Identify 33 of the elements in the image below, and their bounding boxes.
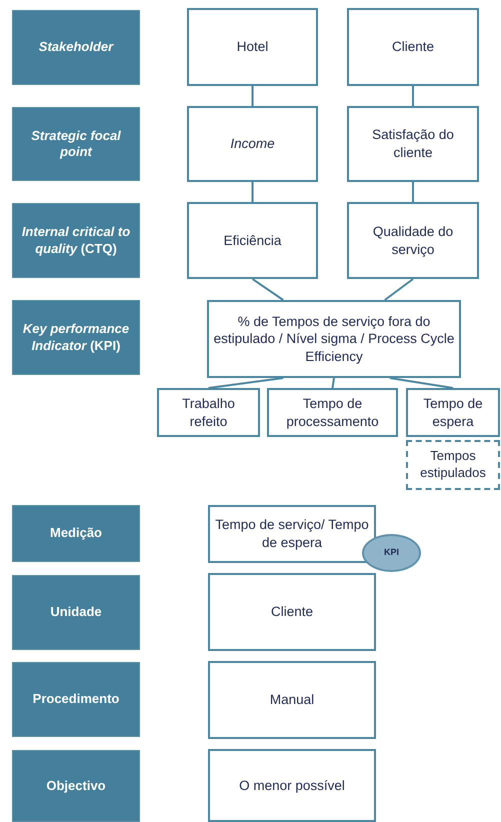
category-box: Stakeholder bbox=[12, 10, 140, 85]
category-box: Objectivo bbox=[12, 750, 140, 822]
connector-line bbox=[252, 182, 254, 202]
category-box: Strategic focal point bbox=[12, 107, 140, 181]
process-box: Cliente bbox=[347, 8, 479, 86]
process-box: O menor possível bbox=[208, 749, 376, 822]
connector-line bbox=[252, 86, 254, 106]
category-box: Medição bbox=[12, 505, 140, 562]
process-box: Tempo de processamento bbox=[267, 388, 398, 437]
connector-line bbox=[384, 278, 414, 301]
process-box: Tempo de serviço/ Tempo de espera bbox=[208, 505, 376, 563]
connector-line bbox=[252, 278, 284, 301]
connector-line bbox=[332, 378, 335, 388]
connector-line bbox=[208, 377, 284, 389]
process-box: Income bbox=[187, 106, 318, 182]
category-box: Internal critical to quality (CTQ) bbox=[12, 203, 140, 278]
category-box: Procedimento bbox=[12, 662, 140, 737]
category-box: Unidade bbox=[12, 575, 140, 650]
process-box: Manual bbox=[208, 661, 376, 739]
process-box: Eficiência bbox=[187, 202, 318, 279]
dashed-box: Tempos estipulados bbox=[406, 440, 500, 490]
connector-line bbox=[412, 86, 414, 106]
connector-line bbox=[412, 182, 414, 202]
process-box: Satisfação do cliente bbox=[347, 106, 479, 182]
process-box: Tempo de espera bbox=[406, 388, 500, 437]
category-box: Key performance Indicator (KPI) bbox=[12, 300, 140, 375]
process-box: Hotel bbox=[187, 8, 318, 86]
connector-line bbox=[390, 377, 454, 389]
process-box: Qualidade do serviço bbox=[347, 202, 479, 279]
process-box: Cliente bbox=[208, 573, 376, 651]
process-box: Trabalho refeito bbox=[157, 388, 260, 437]
kpi-ellipse: KPI bbox=[362, 534, 421, 572]
process-box: % de Tempos de serviço fora do estipulado / Nível sigma / Process Cycle Efficiency bbox=[207, 300, 461, 378]
